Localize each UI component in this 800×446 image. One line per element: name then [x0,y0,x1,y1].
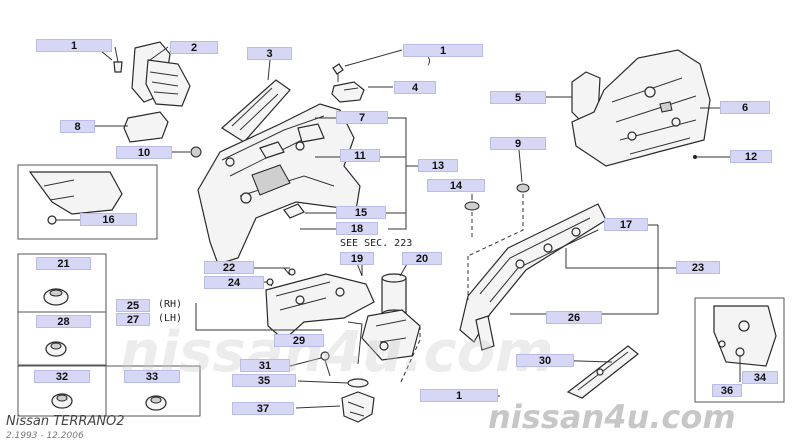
fastener-34-art [713,305,777,382]
watermark-bottom: nissan4u.com [488,398,736,436]
panel-3 [221,59,291,143]
inset-grommets-32-33 [17,365,201,417]
callout-32[interactable]: 32 [34,370,90,383]
callout-21[interactable]: 21 [36,257,91,270]
grommet-33-art [145,395,167,411]
grommet-28-art [45,341,67,357]
callout-31[interactable]: 31 [240,359,290,372]
callout-14[interactable]: 14 [427,179,485,192]
mount-bracket-25-27 [195,264,375,341]
callout-5[interactable]: 5 [490,91,546,104]
callout-4[interactable]: 4 [394,81,436,94]
callout-12[interactable]: 12 [730,150,772,163]
callout-37[interactable]: 37 [232,402,294,415]
callout-27[interactable]: 27 [116,313,150,326]
callout-1-top-mid[interactable]: 1 [403,44,483,57]
callout-18[interactable]: 18 [336,222,378,235]
inset-fastener-34 [694,297,785,403]
callout-26[interactable]: 26 [546,311,602,324]
callout-28[interactable]: 28 [36,315,91,328]
callout-1-bottom[interactable]: 1 [420,389,498,402]
inset-fastener-16 [17,164,158,240]
callout-35[interactable]: 35 [232,374,296,387]
callout-33[interactable]: 33 [124,370,180,383]
grommet-9 [464,149,530,211]
callout-20[interactable]: 20 [402,252,442,265]
footer-model: Nissan TERRANO2 [6,414,125,429]
hoodledge-assembly-13 [172,103,418,265]
callout-6[interactable]: 6 [720,101,770,114]
grommet-21-art [43,288,69,306]
callout-7[interactable]: 7 [336,111,388,124]
callout-23[interactable]: 23 [676,261,720,274]
callout-34[interactable]: 34 [742,371,778,384]
upper-right-panel-6 [546,49,730,167]
lh-label: (LH) [158,313,183,324]
see-sec-note: SEE SEC. 223 [340,238,413,249]
callout-3[interactable]: 3 [247,47,292,60]
callout-1-top-left[interactable]: 1 [36,39,112,52]
callout-24[interactable]: 24 [204,276,264,289]
callout-25[interactable]: 25 [116,299,150,312]
callout-36[interactable]: 36 [712,384,742,397]
paren-mark: ) [426,56,433,67]
side-member-23 [459,194,676,351]
bracket-assembly-2 [94,41,191,143]
clip-4 [331,49,403,103]
inset-grommet-28 [17,311,107,366]
callout-22[interactable]: 22 [204,261,254,274]
callout-10[interactable]: 10 [116,146,172,159]
mount-insulators-31-35-37 [289,351,375,423]
callout-15[interactable]: 15 [336,206,386,219]
callout-13[interactable]: 13 [418,159,458,172]
fastener-16-art [28,171,123,225]
callout-29[interactable]: 29 [274,334,324,347]
callout-19[interactable]: 19 [340,252,374,265]
rh-label: (RH) [158,299,183,310]
callout-2[interactable]: 2 [170,41,218,54]
footer-dates: 2.1993 - 12.2006 [6,431,84,441]
watermark-center: nissan4u.com [120,320,554,385]
callout-11[interactable]: 11 [340,149,380,162]
callout-9[interactable]: 9 [490,137,546,150]
callout-17[interactable]: 17 [604,218,648,231]
callout-8[interactable]: 8 [60,120,95,133]
callout-30[interactable]: 30 [516,354,574,367]
grommet-32-art [51,393,73,409]
callout-16[interactable]: 16 [80,213,137,226]
